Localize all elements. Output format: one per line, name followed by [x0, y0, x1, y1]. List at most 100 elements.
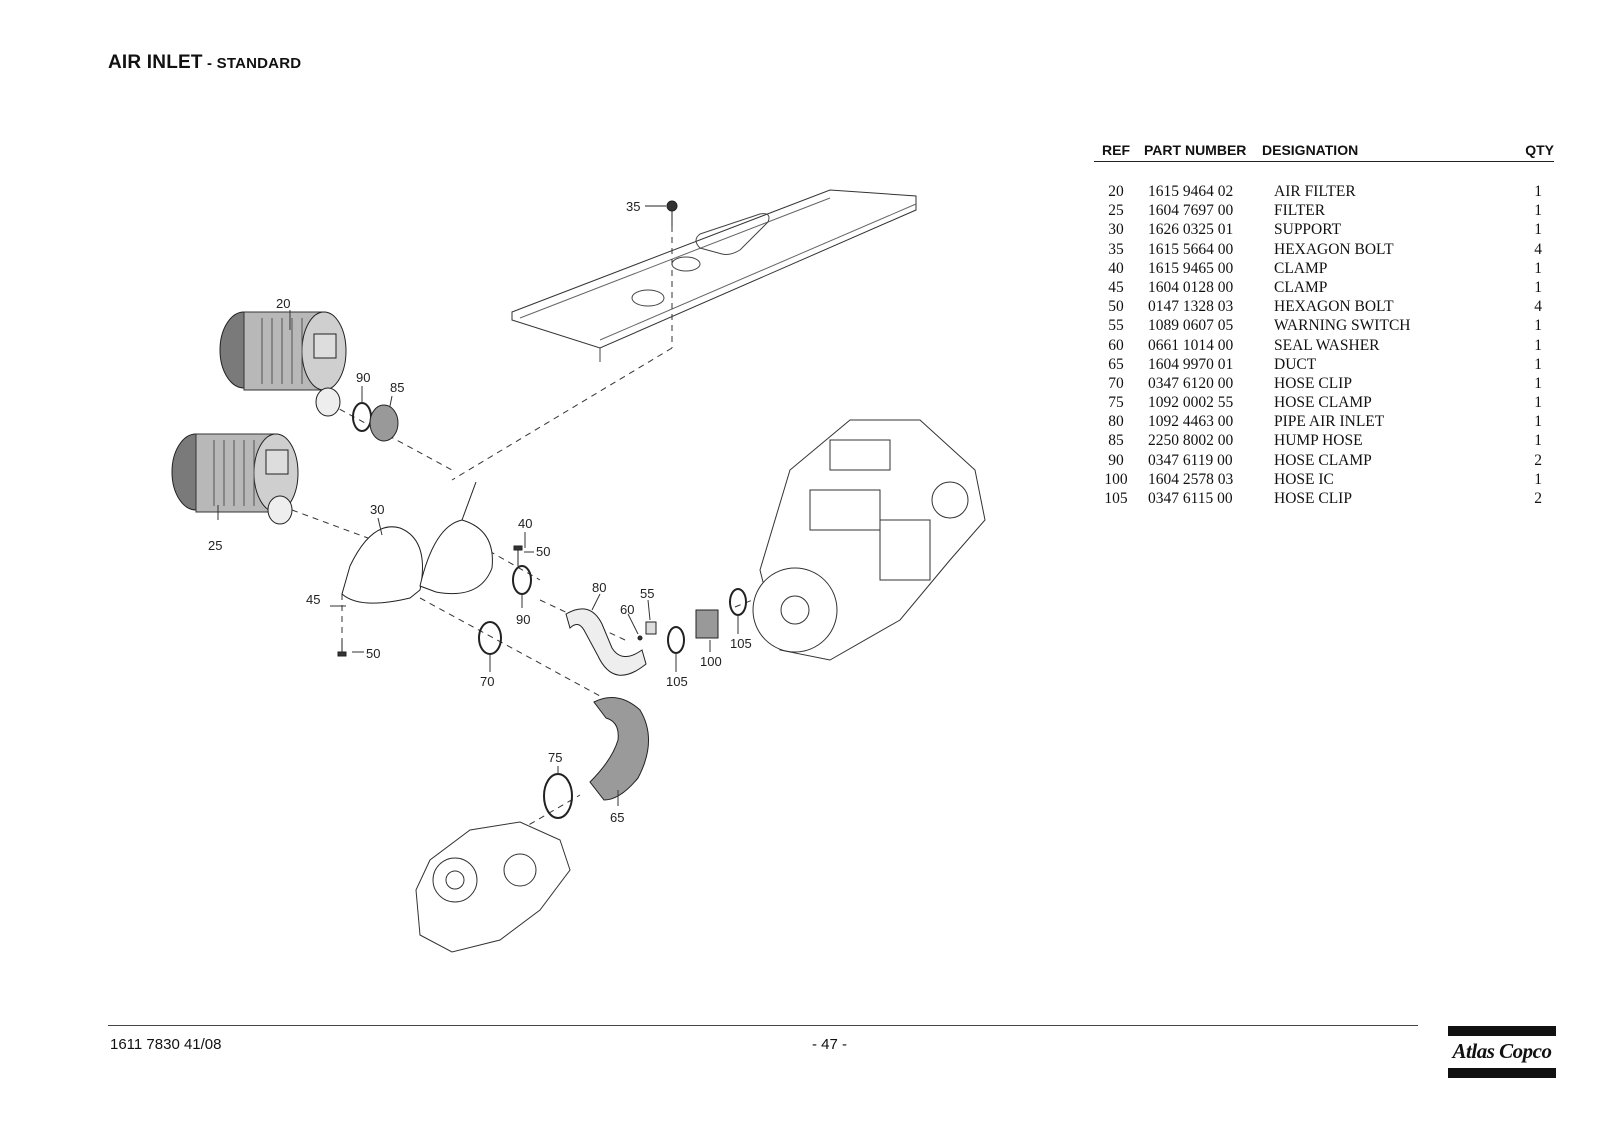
ref-cell: 60	[1108, 336, 1124, 354]
ref-cell: 75	[1108, 394, 1124, 412]
parts-list-header: REF PART NUMBER DESIGNATION QTY	[1094, 142, 1554, 162]
cover-plate	[511, 189, 917, 362]
part-number-cell: 0347 6115 00	[1148, 490, 1233, 507]
designation-cell: HEXAGON BOLT	[1274, 298, 1394, 316]
exploded-parts-diagram: 20 25 30 35 40 45 50 50 55 60 65 70 75 8…	[171, 189, 986, 953]
atlas-copco-logo: Atlas Copco	[1448, 1024, 1556, 1078]
callout-45: 45	[306, 592, 320, 607]
callout-90-a: 90	[356, 370, 370, 385]
ref-cell: 65	[1108, 355, 1124, 373]
designation-cell: AIR FILTER	[1274, 183, 1356, 200]
qty-cell: 1	[1534, 202, 1542, 220]
designation-cell: SEAL WASHER	[1274, 336, 1380, 354]
callout-60: 60	[620, 602, 634, 617]
ref-cell: 90	[1108, 451, 1124, 469]
designation-cell: PIPE AIR INLET	[1274, 413, 1385, 431]
bolts-50	[337, 545, 523, 657]
ref-cell: 45	[1108, 278, 1124, 296]
qty-cell: 1	[1534, 432, 1542, 450]
designation-cell: HUMP HOSE	[1274, 432, 1363, 450]
header-part-number: PART NUMBER	[1144, 142, 1247, 158]
callout-70: 70	[480, 674, 494, 689]
callout-75: 75	[548, 750, 562, 765]
designation-cell: HOSE CLAMP	[1274, 451, 1372, 469]
designation-cell: DUCT	[1274, 355, 1317, 373]
qty-cell: 1	[1534, 259, 1542, 277]
bolt-35	[645, 200, 678, 226]
brand-wordmark: Atlas Copco	[1452, 1039, 1552, 1063]
support-30	[341, 481, 493, 604]
header-ref: REF	[1102, 142, 1130, 158]
ref-cell: 80	[1108, 413, 1124, 431]
designation-cell: CLAMP	[1274, 259, 1328, 277]
part-number-cell: 0347 6120 00	[1148, 374, 1234, 392]
hose-ic-100	[695, 609, 719, 639]
compressor	[415, 821, 571, 953]
designation-cell: CLAMP	[1274, 278, 1328, 296]
ref-cell: 100	[1104, 470, 1128, 488]
callout-25: 25	[208, 538, 222, 553]
callout-55: 55	[640, 586, 654, 601]
table-row: 35 1615 5664 00 HEXAGON BOLT 4	[1094, 240, 1554, 259]
ref-cell: 70	[1108, 374, 1124, 392]
part-number-cell: 1604 7697 00	[1148, 202, 1234, 220]
duct-65	[589, 697, 649, 801]
callout-40: 40	[518, 516, 532, 531]
callout-85: 85	[390, 380, 404, 395]
qty-cell: 1	[1534, 355, 1542, 373]
part-number-cell: 1092 0002 55	[1148, 394, 1234, 412]
page-title: AIR INLET - STANDARD	[108, 52, 301, 74]
qty-cell: 1	[1534, 278, 1542, 296]
ref-cell: 105	[1104, 490, 1128, 507]
hose-clip-105-a	[667, 626, 685, 654]
ref-cell: 30	[1108, 221, 1124, 239]
part-number-cell: 2250 8002 00	[1148, 432, 1234, 450]
hose-clip-70	[478, 621, 502, 655]
table-row: 75 1092 0002 55 HOSE CLAMP 1	[1094, 393, 1554, 412]
part-number-cell: 0147 1328 03	[1148, 298, 1234, 316]
page-number: - 47 -	[812, 1036, 848, 1053]
callout-105-a: 105	[666, 674, 688, 689]
pipe-air-inlet-80	[565, 608, 647, 676]
designation-cell: HEXAGON BOLT	[1274, 240, 1394, 258]
footer-divider	[108, 1025, 1418, 1026]
qty-cell: 1	[1534, 221, 1542, 239]
designation-cell: HOSE CLIP	[1274, 374, 1352, 392]
callout-65: 65	[610, 810, 624, 825]
ref-cell: 35	[1108, 240, 1124, 258]
title-sub: - STANDARD	[202, 55, 302, 72]
designation-cell: SUPPORT	[1274, 221, 1342, 239]
ref-cell: 85	[1108, 432, 1124, 450]
designation-cell: HOSE CLAMP	[1274, 394, 1372, 412]
qty-cell: 2	[1534, 451, 1542, 469]
callout-50-b: 50	[366, 646, 380, 661]
ref-cell: 50	[1108, 298, 1124, 316]
callout-50-a: 50	[536, 544, 550, 559]
qty-cell: 4	[1534, 240, 1542, 258]
air-filter-20	[219, 311, 347, 417]
designation-cell: HOSE IC	[1274, 470, 1334, 488]
part-number-cell: 1089 0607 05	[1148, 317, 1234, 335]
qty-cell: 1	[1534, 394, 1542, 412]
qty-cell: 1	[1534, 374, 1542, 392]
qty-cell: 1	[1534, 317, 1542, 335]
qty-cell: 4	[1534, 298, 1542, 316]
qty-cell: 1	[1534, 470, 1542, 488]
table-row: 85 2250 8002 00 HUMP HOSE 1	[1094, 431, 1554, 450]
part-number-cell: 1615 5664 00	[1148, 240, 1234, 258]
callout-30: 30	[370, 502, 384, 517]
callout-80: 80	[592, 580, 606, 595]
ref-cell: 20	[1108, 183, 1124, 200]
table-row: 50 0147 1328 03 HEXAGON BOLT 4	[1094, 297, 1554, 316]
ref-cell: 25	[1108, 202, 1124, 220]
qty-cell: 2	[1534, 490, 1542, 507]
table-row: 70 0347 6120 00 HOSE CLIP 1	[1094, 374, 1554, 393]
